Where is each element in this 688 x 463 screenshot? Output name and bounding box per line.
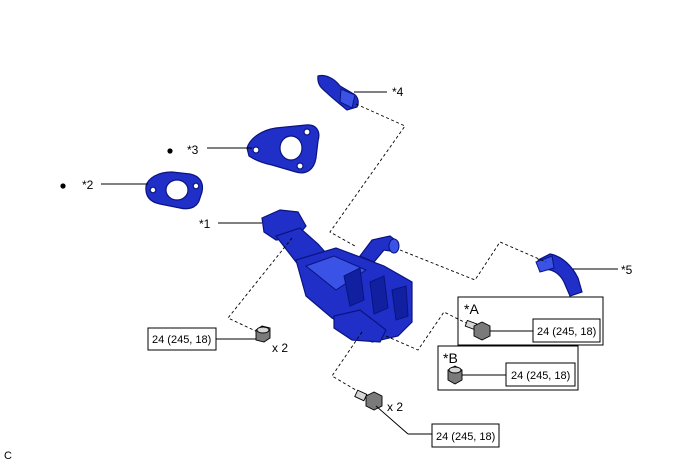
leader-torque-bottom — [375, 405, 409, 435]
torque-value-bottom: 24 (245, 18) — [436, 431, 495, 443]
callout-part-4: *4 — [392, 85, 404, 99]
callout-part-5: *5 — [621, 263, 633, 277]
dashed-path-left-bolt — [227, 237, 293, 335]
part-5-hose-end — [535, 253, 583, 297]
bullet-part-3 — [167, 148, 173, 154]
torque-value-left: 24 (245, 18) — [152, 334, 211, 346]
callout-part-3: *3 — [187, 143, 199, 157]
torque-value-detail-b: 24 (245, 18) — [511, 370, 570, 382]
bullet-part-2 — [60, 183, 66, 189]
torque-box-bottom — [431, 423, 500, 448]
part-1-egr-cooler — [261, 209, 413, 343]
detail-a-bolt — [464, 319, 491, 341]
detail-b-frame — [437, 345, 579, 391]
torque-value-detail-a: 24 (245, 18) — [537, 326, 596, 338]
quantity-left: x 2 — [272, 341, 288, 355]
part-2-gasket — [145, 171, 204, 210]
callout-detail-a: *A — [464, 301, 479, 317]
part-3-gasket — [246, 124, 320, 174]
detail-b-nut — [447, 365, 463, 385]
part-4-hose-end — [317, 74, 359, 111]
dashed-path-part-4 — [329, 103, 406, 247]
dashed-path-bottom-bolt — [331, 331, 367, 397]
illustration-code: C — [4, 450, 12, 462]
detail-a-frame — [457, 296, 604, 346]
dashed-path-detail-a — [385, 311, 469, 351]
callout-part-1: *1 — [199, 217, 211, 231]
bottom-bolt — [354, 389, 383, 411]
left-nut — [255, 325, 271, 343]
callout-part-2: *2 — [82, 178, 94, 192]
callout-detail-b: *B — [443, 350, 458, 366]
quantity-bottom: x 2 — [387, 400, 403, 414]
dashed-path-part-5 — [399, 241, 547, 281]
